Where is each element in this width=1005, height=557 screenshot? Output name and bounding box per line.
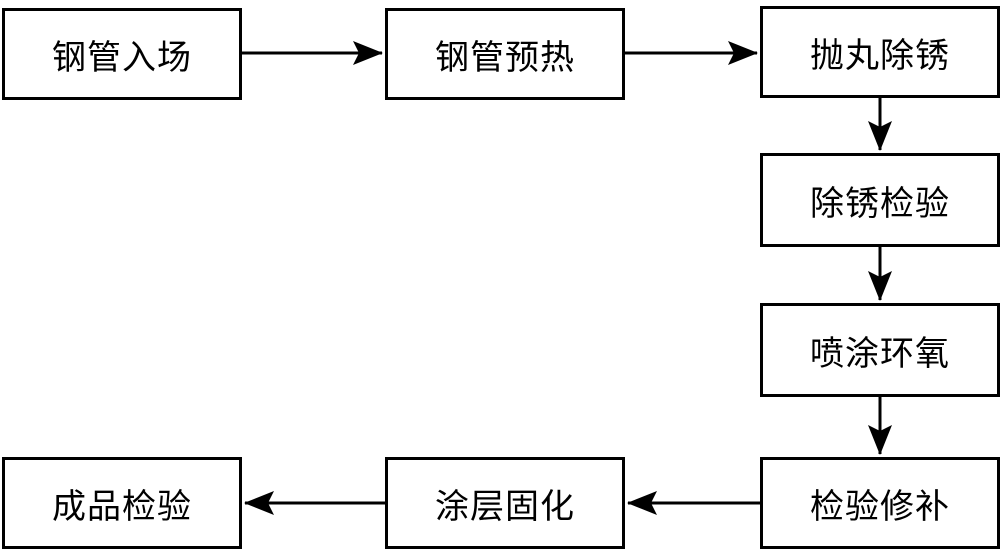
flow-node-label: 检验修补	[810, 488, 950, 526]
flow-node-shot-blast-derust: 抛丸除锈	[760, 6, 1000, 98]
flow-node-epoxy-spray: 喷涂环氧	[760, 303, 1000, 397]
flow-node-derust-inspection: 除锈检验	[760, 153, 1000, 247]
flow-node-label: 钢管入场	[52, 39, 192, 77]
flow-node-pipe-preheat: 钢管预热	[385, 8, 625, 100]
flow-node-coating-cure: 涂层固化	[385, 457, 625, 549]
flow-node-finished-inspection: 成品检验	[2, 457, 242, 549]
flow-node-inspection-repair: 检验修补	[760, 457, 1000, 549]
flow-node-label: 喷涂环氧	[810, 335, 950, 373]
flow-node-label: 涂层固化	[435, 488, 575, 526]
flow-node-label: 钢管预热	[435, 39, 575, 77]
flow-node-label: 抛丸除锈	[810, 37, 950, 75]
flow-node-label: 成品检验	[52, 488, 192, 526]
flow-node-label: 除锈检验	[810, 185, 950, 223]
flow-node-steel-pipe-entry: 钢管入场	[2, 8, 242, 100]
